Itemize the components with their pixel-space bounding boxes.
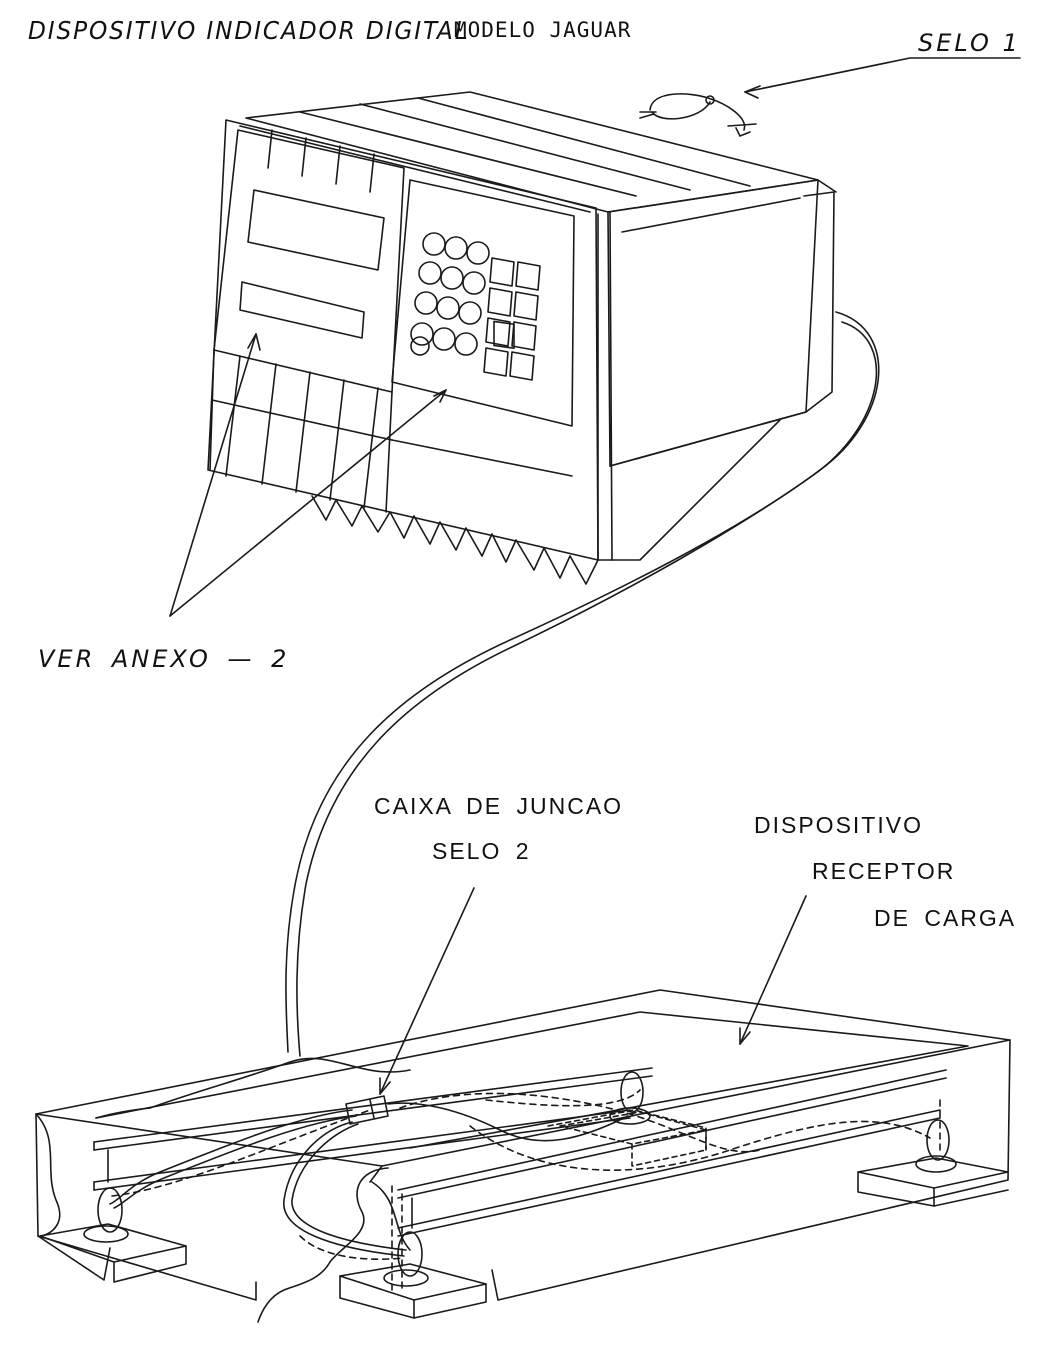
cutaway-right <box>258 1168 388 1322</box>
model-label: MODELO JAGUAR <box>454 18 632 42</box>
square-keys <box>494 321 514 348</box>
internal-cables <box>110 1103 628 1256</box>
seal-1-wire <box>640 94 756 136</box>
digital-indicator <box>208 92 836 584</box>
leader-lines-bottom <box>380 888 806 1094</box>
platform-top <box>36 990 1010 1166</box>
load-cell-rear-right <box>858 1120 1008 1206</box>
load-cell-front-right <box>340 1232 486 1318</box>
junction-box-label: CAIXA DE JUNCAO <box>374 793 624 819</box>
inner-cover <box>548 1110 706 1150</box>
leader-lines-top <box>170 58 1020 616</box>
indicator-side-face <box>608 180 818 466</box>
round-keys <box>411 233 489 355</box>
see-annex-label: VER ANEXO — 2 <box>38 645 290 673</box>
load-receptor-platform <box>36 990 1010 1322</box>
receiver-label-line-3: DE CARGA <box>874 905 1017 931</box>
cutaway-left <box>36 1114 60 1236</box>
seal-2-label: SELO 2 <box>432 838 531 864</box>
rear-flange <box>804 192 834 412</box>
receiver-label-line-2: RECEPTOR <box>812 858 956 884</box>
underside-fins <box>312 496 598 584</box>
display-panel <box>214 130 404 392</box>
seal-1-label: SELO 1 <box>918 29 1021 57</box>
diagram-title: DISPOSITIVO INDICADOR DIGITAL <box>28 16 470 45</box>
keypad-panel <box>392 180 574 426</box>
load-cell-front-left <box>40 1188 186 1282</box>
receiver-label-line-1: DISPOSITIVO <box>754 812 923 838</box>
i-beam-right <box>398 1070 946 1236</box>
hidden-edges <box>112 1090 940 1290</box>
load-cable <box>286 312 879 1056</box>
status-window <box>240 282 364 338</box>
junction-box <box>346 1096 388 1124</box>
lcd-window <box>248 190 384 270</box>
